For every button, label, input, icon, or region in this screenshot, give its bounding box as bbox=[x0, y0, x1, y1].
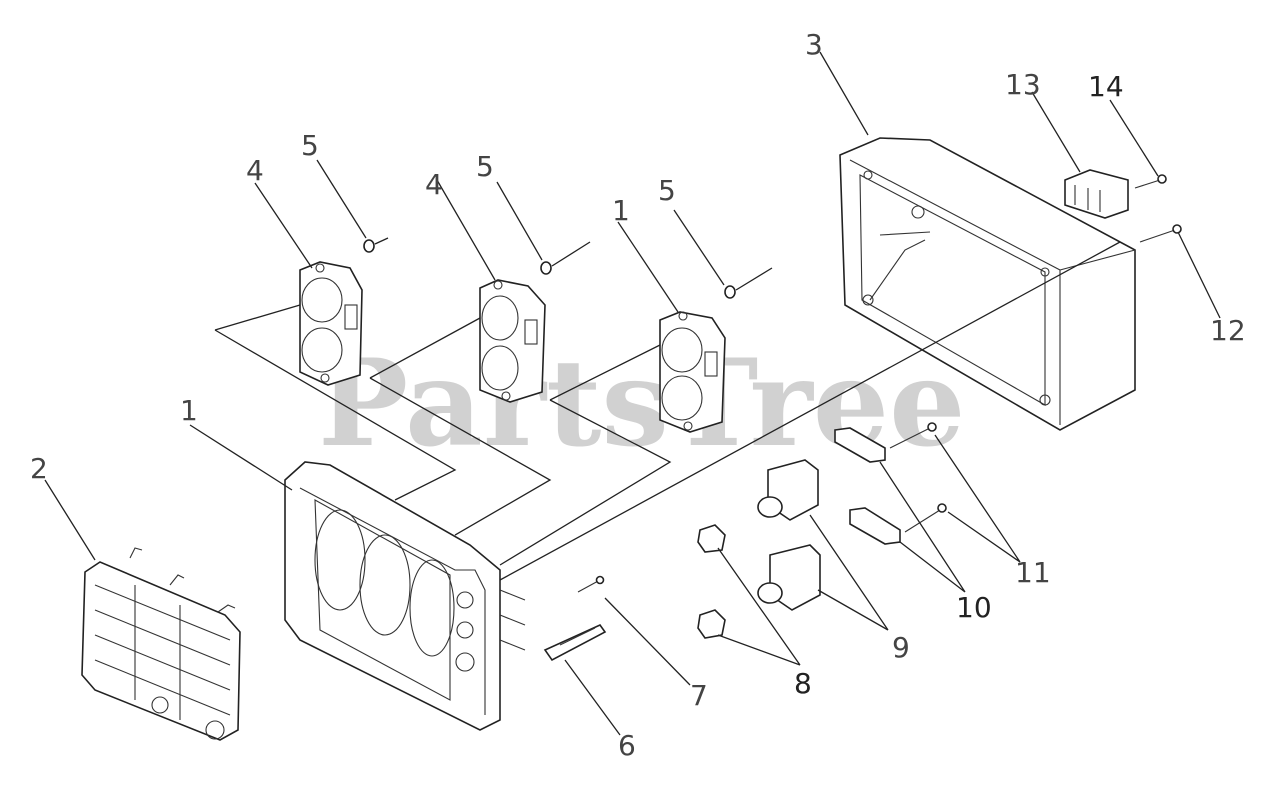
front-panel-part bbox=[284, 461, 526, 731]
label-part-11: 11 bbox=[1015, 556, 1051, 589]
connector-block-part bbox=[1064, 169, 1129, 219]
outlet-part-left bbox=[299, 261, 363, 386]
screw-part-14 bbox=[1134, 174, 1167, 189]
leader-lines bbox=[44, 51, 1221, 736]
label-part-6: 6 bbox=[618, 729, 636, 762]
cover-part bbox=[81, 547, 241, 741]
outlet-part-right bbox=[659, 311, 726, 433]
washer-part-b bbox=[540, 241, 591, 275]
label-part-5b: 5 bbox=[476, 150, 494, 183]
label-part-5c: 5 bbox=[658, 174, 676, 207]
label-part-12: 12 bbox=[1210, 314, 1246, 347]
outlet-part-middle bbox=[479, 279, 546, 403]
label-part-3: 3 bbox=[805, 28, 823, 61]
label-part-1c: 1 bbox=[612, 194, 630, 227]
screw-part-7 bbox=[577, 575, 605, 593]
label-part-2: 2 bbox=[30, 452, 48, 485]
label-part-4: 4 bbox=[246, 154, 264, 187]
assembly-lines bbox=[214, 241, 1121, 581]
rear-box-part bbox=[839, 137, 1136, 431]
label-part-1a: 1 bbox=[180, 394, 198, 427]
cap-part-lower bbox=[697, 609, 726, 639]
screw-part-11-lower bbox=[904, 503, 947, 533]
part-labels: 4 5 4 5 1 5 3 13 14 12 1 2 6 7 8 9 10 11 bbox=[30, 28, 1246, 762]
label-part-13: 13 bbox=[1005, 68, 1041, 101]
cap-part-upper bbox=[697, 524, 726, 553]
washer-part-a bbox=[363, 237, 389, 253]
screw-part-12 bbox=[1139, 224, 1182, 243]
label-part-9: 9 bbox=[892, 631, 910, 664]
plate-part-lower bbox=[849, 507, 901, 545]
plate-part-upper bbox=[834, 427, 886, 463]
label-part-5a: 5 bbox=[301, 129, 319, 162]
label-part-14: 14 bbox=[1088, 70, 1124, 103]
bracket-part-6 bbox=[543, 623, 607, 662]
label-part-8: 8 bbox=[794, 667, 812, 700]
washer-part-c bbox=[724, 267, 773, 299]
label-part-4b: 4 bbox=[425, 168, 443, 201]
screw-part-11-upper bbox=[889, 422, 937, 449]
label-part-10: 10 bbox=[956, 591, 992, 624]
breaker-part-upper bbox=[757, 459, 819, 521]
label-part-7: 7 bbox=[690, 679, 708, 712]
breaker-part-lower bbox=[757, 544, 821, 611]
